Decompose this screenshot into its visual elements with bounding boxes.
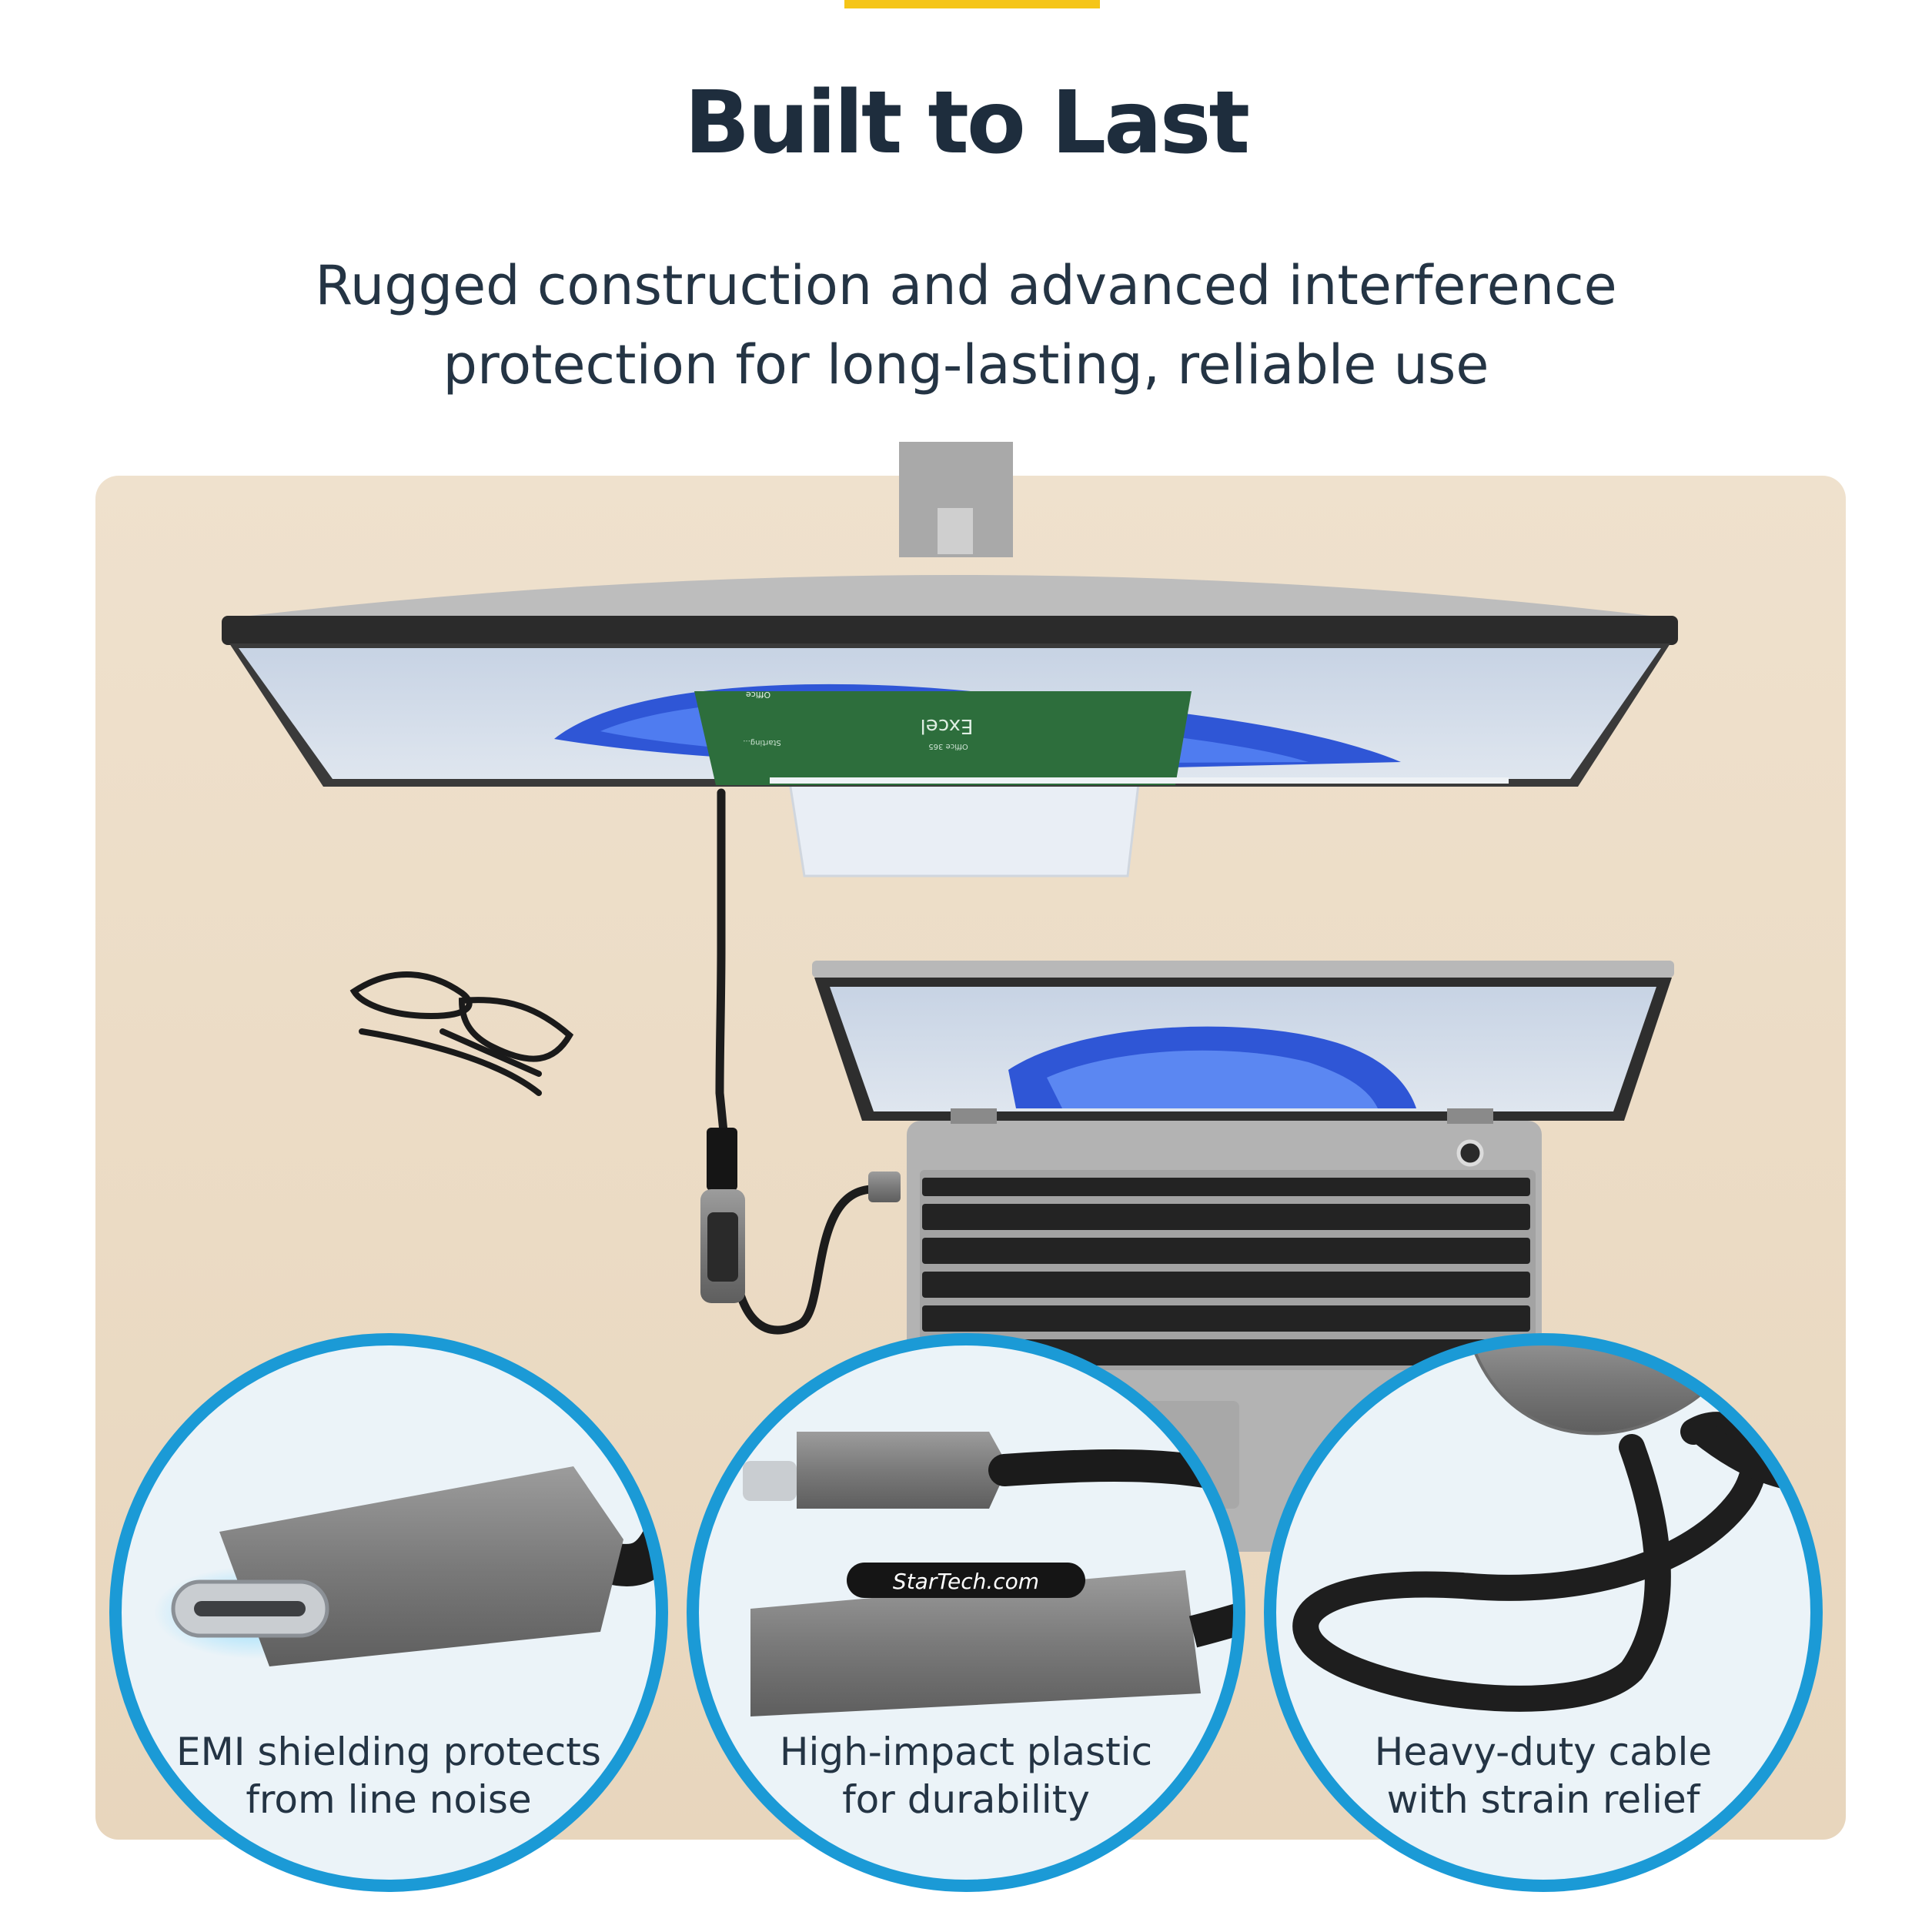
callout-circle-plastic: StarTech.com xyxy=(687,1333,1245,1892)
adapter-brand-text: StarTech.com xyxy=(893,1569,1039,1594)
callout-label-plastic: High-impact plastic for durability xyxy=(689,1728,1243,1823)
hdmi-cable xyxy=(715,788,882,1335)
page-subtitle: Rugged construction and advanced interfe… xyxy=(231,246,1701,405)
accent-bar xyxy=(844,0,1100,8)
page-title: Built to Last xyxy=(684,73,1250,173)
callout-label-emi: EMI shielding protects from line noise xyxy=(112,1728,666,1823)
callout-circle-emi xyxy=(109,1333,668,1892)
monitor: Excel Office 365 Office Starting... xyxy=(222,575,1678,787)
monitor-stand xyxy=(787,442,1141,877)
callout-cable-line1: Heavy-duty cable xyxy=(1374,1730,1713,1774)
app-brand-text: Office xyxy=(746,690,770,700)
callout-cable-line2: with strain relief xyxy=(1386,1777,1700,1822)
eyeglasses xyxy=(349,971,574,1096)
callout-emi-line1: EMI shielding protects xyxy=(176,1730,601,1774)
app-title-text: Excel xyxy=(921,714,974,737)
app-status-text: Starting... xyxy=(743,738,780,747)
callout-emi-line2: from line noise xyxy=(246,1777,532,1822)
callout-circle-cable xyxy=(1264,1333,1823,1892)
subtitle-line-1: Rugged construction and advanced interfe… xyxy=(315,254,1617,317)
callout-plastic-line1: High-impact plastic xyxy=(779,1730,1153,1774)
app-subtitle-text: Office 365 xyxy=(928,742,968,750)
subtitle-line-2: protection for long-lasting, reliable us… xyxy=(443,333,1489,396)
hdmi-plug xyxy=(707,1128,737,1191)
callout-plastic-line2: for durability xyxy=(842,1777,1090,1822)
usb-c-plug-scene xyxy=(868,1172,901,1202)
callout-label-cable: Heavy-duty cable with strain relief xyxy=(1266,1728,1820,1823)
